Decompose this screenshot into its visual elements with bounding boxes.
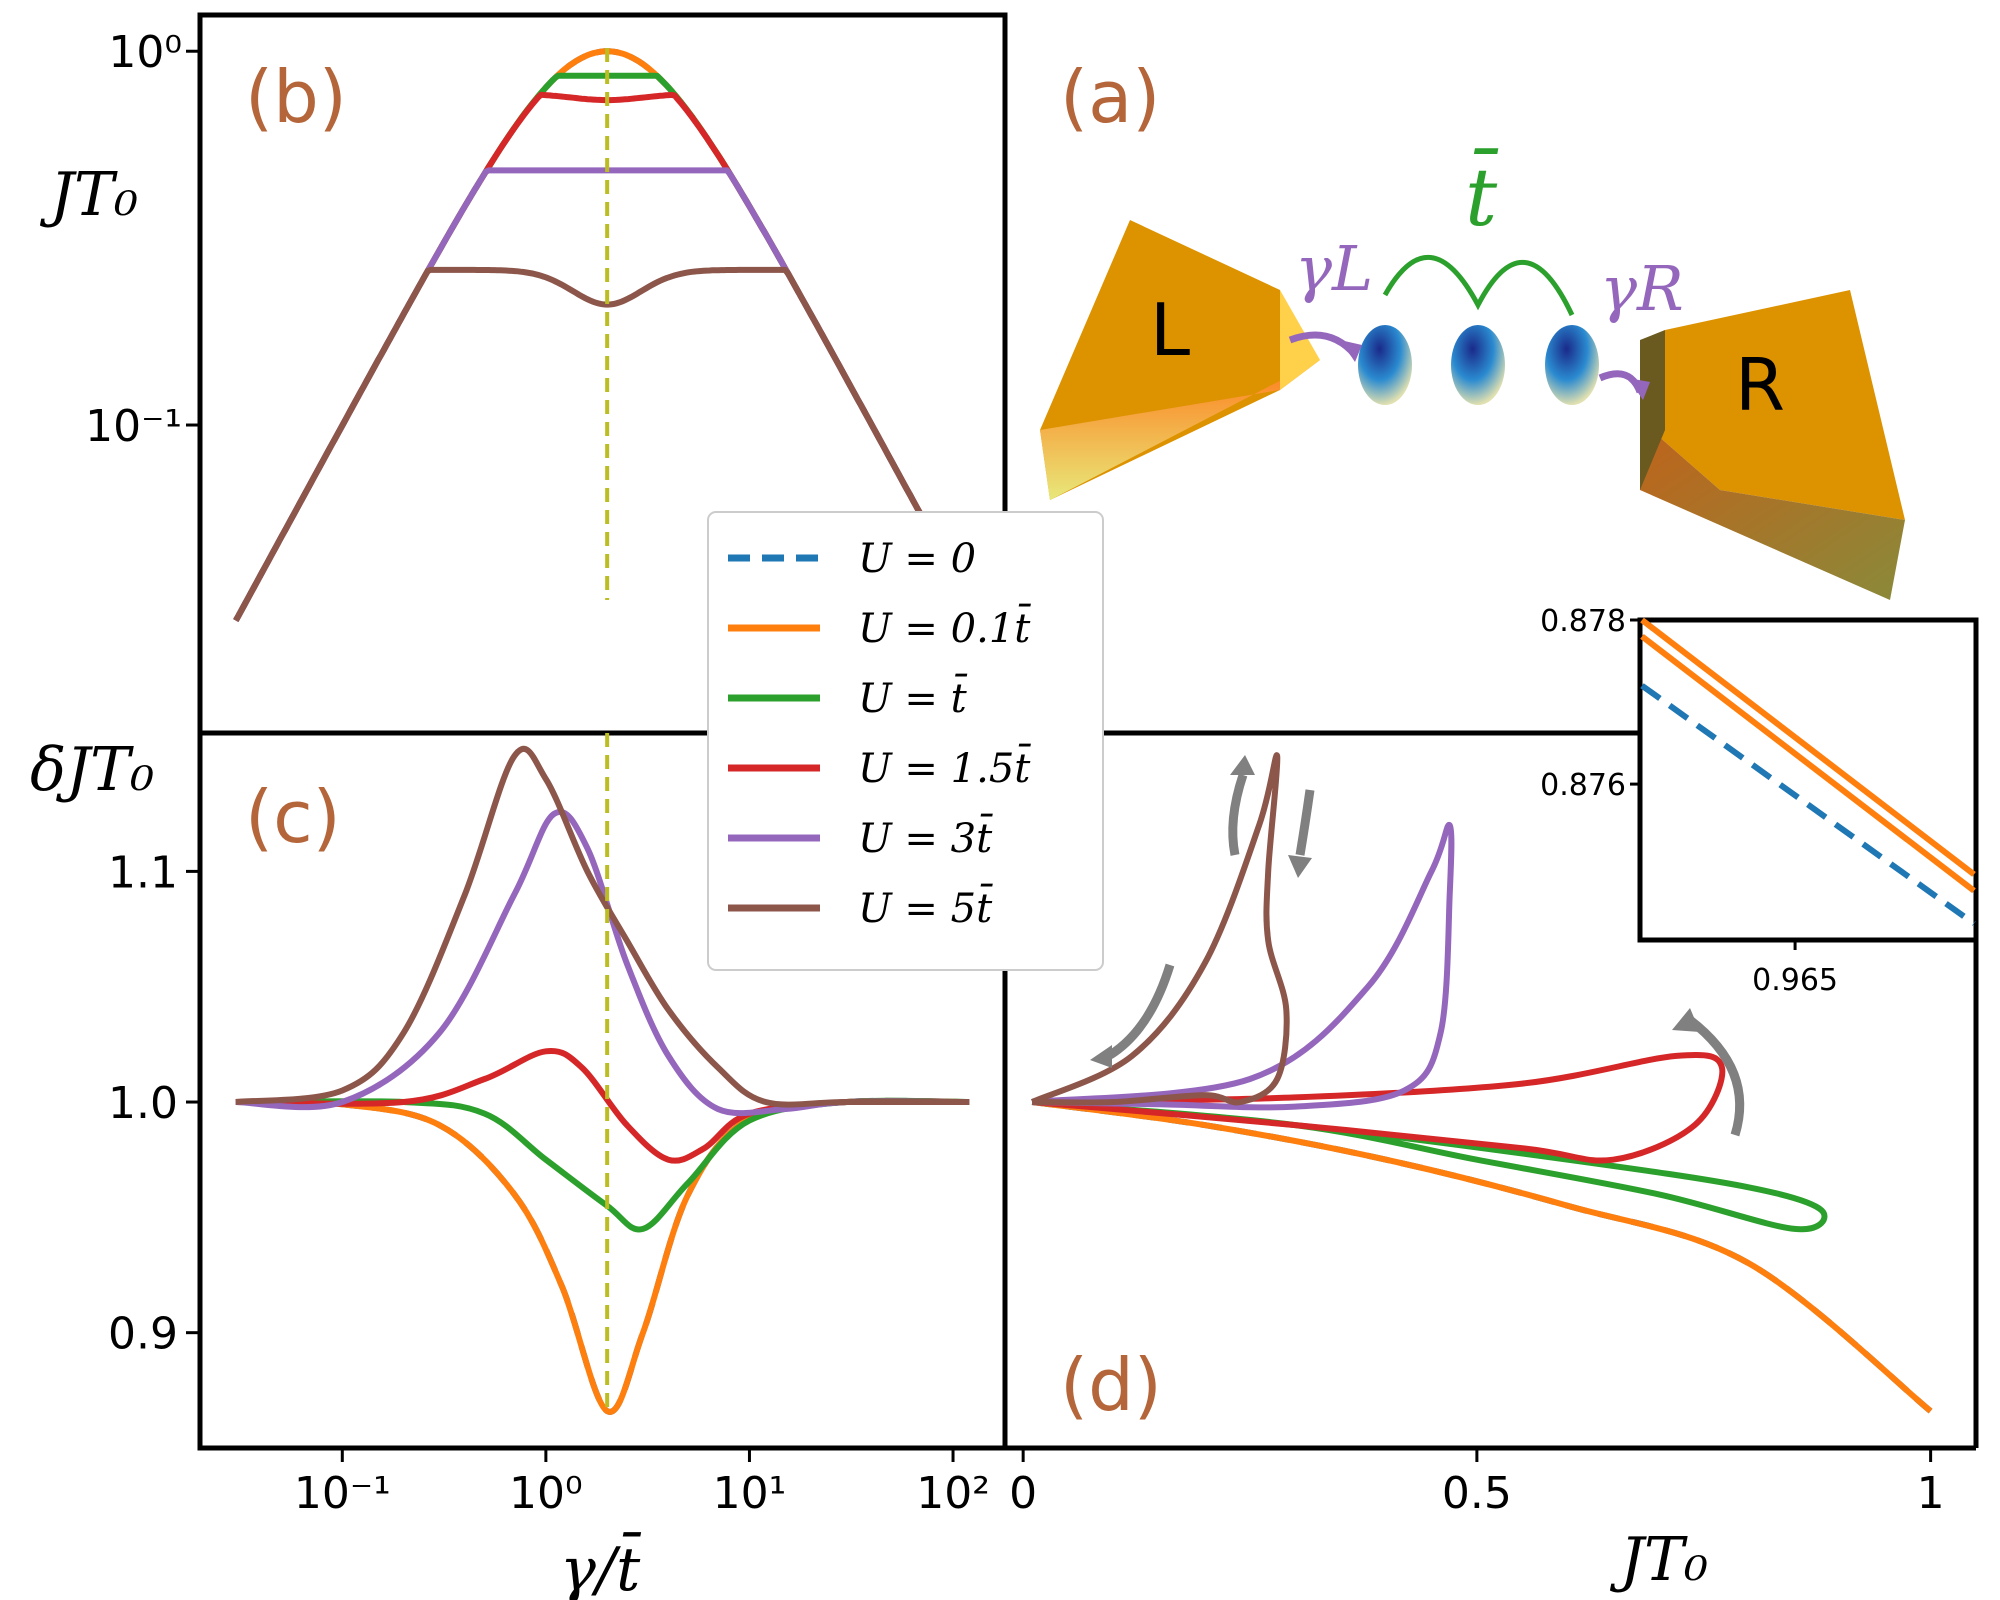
panel-label-b: (b) [245, 55, 347, 139]
panel-c-xtick-label: 10² [916, 1468, 990, 1519]
left-lead-label: L [1150, 288, 1190, 372]
legend-label-u-5t: U = 5t̄ [858, 883, 994, 932]
legend-label-u-t: U = t̄ [858, 673, 968, 722]
panel-label-d: (d) [1060, 1343, 1162, 1427]
gamma-left-arrowhead [1340, 340, 1362, 362]
gamma-right-arrowhead [1628, 378, 1650, 400]
legend-label-u-0-1t: U = 0.1t̄ [858, 603, 1032, 652]
panel-label-a: (a) [1060, 55, 1160, 139]
panel-d-xtick-label: 1 [1917, 1468, 1945, 1519]
legend-label-u-0: U = 0 [858, 536, 976, 582]
right-lead-label: R [1735, 343, 1785, 427]
panel-c-series-u-0-1t [235, 1097, 970, 1415]
panel-c-plot: 1.1 1.0 0.9 10⁻¹ 10⁰ 10¹ 10² [108, 733, 990, 1519]
panel-b-ytick-label: 10⁻¹ [85, 401, 182, 452]
rotation-arrows [1090, 755, 1745, 1137]
arrow-up-head [1230, 755, 1255, 775]
right-lead [1640, 290, 1905, 520]
arrow-down-head [1288, 855, 1312, 878]
inset-ytick-label: 0.878 [1540, 604, 1626, 639]
gamma-left-label: γL [1295, 232, 1373, 305]
panel-b-plot: 10⁰ 10⁻¹ [85, 27, 936, 622]
panel-d-xtick-label: 0 [1009, 1468, 1037, 1519]
hopping-arcs [1382, 254, 1575, 317]
panel-c-xtick-label: 10¹ [713, 1468, 787, 1519]
panel-c-series-u-0 [235, 1097, 970, 1415]
quantum-dot-3 [1545, 325, 1599, 405]
arrow-curl [1687, 1016, 1745, 1137]
panel-d-series-u-t [1031, 1099, 1828, 1233]
panel-c-ytick-label: 0.9 [108, 1309, 178, 1360]
panel-c-series-u-5t [235, 746, 970, 1108]
panel-c-ytick-label: 1.0 [108, 1078, 178, 1129]
hopping-label: t̄ [1465, 148, 1499, 244]
legend-label-u-3t: U = 3t̄ [858, 813, 994, 862]
arrow-up [1228, 773, 1248, 856]
arrow-down [1295, 789, 1315, 856]
panel-c-ylabel: δJT₀ [30, 735, 154, 805]
panel-c-series-u-1-5t [235, 1047, 970, 1164]
schematic: L R t̄ γL γR [1040, 148, 1905, 600]
panel-b-ytick-label: 10⁰ [108, 27, 182, 78]
quantum-dot-1 [1358, 325, 1412, 405]
arrow-left-head [1090, 1045, 1112, 1068]
inset-line-u01-a [1640, 617, 1976, 877]
arrow-left [1107, 963, 1175, 1059]
inset-plot: 0.878 0.876 0.965 [1540, 604, 1976, 998]
right-lead-face [1640, 420, 1905, 600]
panel-c-series-u-t [235, 1097, 970, 1233]
gamma-right-label: γR [1600, 252, 1684, 325]
legend: U = 0 U = 0.1t̄ U = t̄ U = 1.5t̄ U = 3t̄ U = … [707, 511, 1104, 971]
legend-label-u-1-5t: U = 1.5t̄ [858, 743, 1032, 792]
arrow-curl-head [1672, 1008, 1700, 1032]
panel-d-series-u-5t [1030, 752, 1290, 1106]
panel-c-xtick-label: 10⁰ [509, 1468, 583, 1519]
panel-label-c: (c) [245, 775, 341, 859]
quantum-dot-2 [1451, 325, 1505, 405]
panel-c-xtick-label: 10⁻¹ [294, 1468, 391, 1519]
inset-line-u0 [1640, 683, 1976, 927]
panel-d-series-u-3t [1031, 822, 1455, 1111]
panel-c-ytick-label: 1.1 [108, 847, 178, 898]
inset-ytick-label: 0.876 [1540, 768, 1626, 803]
panel-d-xlabel: JT₀ [1609, 1525, 1708, 1595]
left-lead-face [1040, 360, 1320, 500]
panel-c-series-u-3t [235, 808, 970, 1117]
panel-d-series-u-0-1t [1031, 1099, 1933, 1414]
inset-xtick-label: 0.965 [1752, 963, 1838, 998]
panel-d-series-u-1-5t [1031, 1051, 1726, 1164]
inset-line-u01-b [1640, 634, 1976, 894]
panel-d-xtick-label: 0.5 [1442, 1468, 1512, 1519]
panel-b-series-u-5t [233, 266, 936, 622]
panel-c-xlabel: γ/t̄ [560, 1532, 641, 1600]
right-lead-side [1640, 330, 1665, 490]
panel-b-ylabel: JT₀ [39, 160, 138, 230]
